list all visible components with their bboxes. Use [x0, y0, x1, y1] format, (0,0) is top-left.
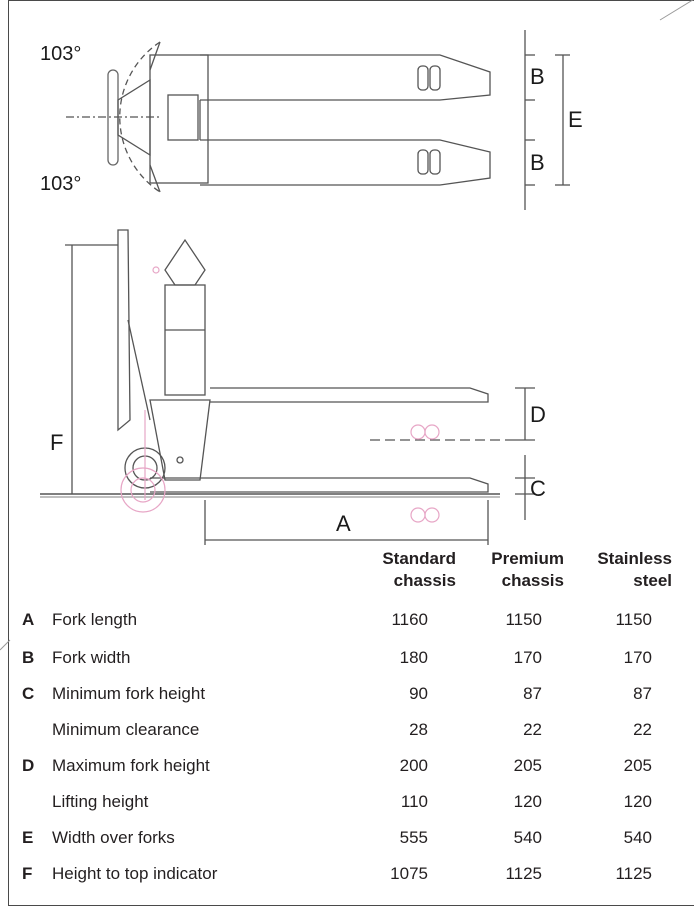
value-premium: 540 — [513, 828, 542, 847]
row-letter: D — [22, 756, 35, 775]
value-standard: 90 — [409, 684, 428, 703]
side-view — [40, 229, 535, 545]
value-standard: 28 — [409, 720, 428, 739]
value-premium: 87 — [523, 684, 542, 703]
table-row: D Maximum fork height 200 205 205 — [22, 756, 672, 790]
pallet-truck-drawing: 103° 103° B B E F D C A — [40, 30, 583, 545]
dim-label-a: A — [336, 511, 351, 536]
table-row: E Width over forks 555 540 540 — [22, 828, 672, 862]
angle-top-label: 103° — [40, 43, 81, 65]
dim-label-f: F — [50, 430, 63, 455]
value-premium: 1150 — [505, 610, 542, 629]
row-letter: A — [22, 610, 35, 629]
row-name: Minimum clearance — [52, 720, 200, 739]
value-stainless: 1150 — [615, 610, 652, 629]
table-row: Minimum clearance 28 22 22 — [22, 720, 672, 754]
table-row: B Fork width 180 170 170 — [22, 648, 672, 682]
value-standard: 110 — [400, 792, 428, 811]
value-stainless: 170 — [623, 648, 652, 667]
value-stainless: 205 — [623, 756, 652, 775]
value-stainless: 22 — [633, 720, 652, 739]
value-premium: 205 — [513, 756, 542, 775]
table-row: C Minimum fork height 90 87 87 — [22, 684, 672, 718]
value-standard: 1075 — [390, 864, 428, 883]
dim-label-d: D — [530, 402, 546, 427]
row-name: Width over forks — [52, 828, 175, 847]
row-name: Lifting height — [52, 792, 149, 811]
value-standard: 555 — [399, 828, 428, 847]
value-standard: 1160 — [391, 610, 428, 629]
dim-label-b-top: B — [530, 64, 545, 89]
row-letter: F — [22, 864, 33, 883]
lowered-position-ghost — [120, 266, 440, 523]
row-name: Height to top indicator — [52, 864, 218, 883]
row-letter: B — [22, 648, 35, 667]
value-stainless: 120 — [623, 792, 652, 811]
value-premium: 22 — [523, 720, 542, 739]
row-name: Minimum fork height — [52, 684, 206, 703]
top-view — [66, 30, 570, 210]
value-stainless: 540 — [623, 828, 652, 847]
dim-label-e: E — [568, 107, 583, 132]
row-name: Fork length — [52, 610, 138, 629]
value-standard: 200 — [399, 756, 428, 775]
angle-bottom-label: 103° — [40, 173, 81, 195]
value-standard: 180 — [399, 648, 428, 667]
row-name: Maximum fork height — [52, 756, 210, 775]
value-stainless: 1125 — [615, 864, 652, 883]
value-premium: 120 — [513, 792, 542, 811]
value-premium: 170 — [513, 648, 542, 667]
dim-label-b-bottom: B — [530, 150, 545, 175]
row-letter: E — [22, 828, 34, 847]
table-row: Lifting height 110 120 120 — [22, 792, 672, 826]
value-stainless: 87 — [633, 684, 652, 703]
row-name: Fork width — [52, 648, 131, 667]
page-frame — [8, 0, 694, 906]
table-row: F Height to top indicator 1075 1125 1125 — [22, 864, 672, 898]
row-letter: C — [22, 684, 35, 703]
table-row: A Fork length 1160 1150 1150 — [22, 610, 672, 644]
value-premium: 1125 — [505, 864, 542, 883]
dim-label-c: C — [530, 476, 546, 501]
